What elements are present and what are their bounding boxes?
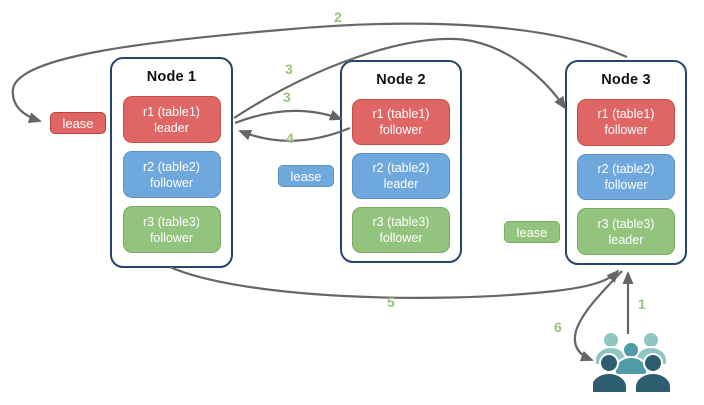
replica-label: r3 (table3) — [597, 216, 655, 231]
node-1: Node 1 r1 (table1) leader r2 (table2) fo… — [110, 57, 233, 268]
lease-badge-table3: lease — [504, 221, 560, 243]
replica-role: follower — [604, 178, 648, 192]
node-title: Node 1 — [146, 69, 197, 85]
replica-label: r2 (table2) — [143, 159, 200, 174]
replica-label: r3 (table3) — [143, 214, 200, 229]
replica-role: leader — [608, 232, 644, 247]
arrow-label-5: 5 — [387, 294, 395, 310]
replica-r3-table3: r3 (table3) leader — [577, 208, 675, 256]
replica-role: follower — [379, 123, 423, 137]
replica-label: r2 (table2) — [372, 161, 430, 175]
arrow-label-3b: 3 — [283, 89, 291, 105]
lease-badge-table1: lease — [50, 112, 106, 134]
replica-role: follower — [604, 123, 648, 138]
arrow-label-4: 4 — [286, 130, 294, 146]
replica-role: leader — [383, 177, 419, 191]
replica-r2-table2: r2 (table2) leader — [352, 153, 450, 199]
lease-badge-table2: lease — [278, 165, 334, 187]
replica-role: leader — [154, 120, 189, 135]
node-3: Node 3 r1 (table1) follower r2 (table2) … — [565, 60, 687, 265]
arrow-3-to-node2-path — [234, 109, 343, 125]
replica-r1-table1: r1 (table1) follower — [577, 99, 675, 146]
node-title: Node 2 — [376, 72, 426, 88]
replica-label: r3 (table3) — [372, 215, 430, 229]
replica-role: follower — [149, 230, 194, 245]
replica-r3-table3: r3 (table3) follower — [352, 207, 450, 253]
arrow-label-3a: 3 — [285, 61, 293, 77]
replica-r1-table1: r1 (table1) follower — [352, 99, 450, 145]
replica-label: r2 (table2) — [597, 162, 655, 176]
replica-label: r1 (table1) — [372, 107, 430, 121]
users-group-icon — [593, 331, 671, 394]
arrow-label-1: 1 — [638, 296, 646, 312]
replica-r2-table2: r2 (table2) follower — [122, 151, 221, 198]
replica-label: r1 (table1) — [597, 107, 655, 122]
arrow-4-path — [238, 126, 351, 142]
replica-label: r1 (table1) — [143, 104, 200, 119]
replica-r1-table1: r1 (table1) leader — [122, 96, 221, 143]
replica-r3-table3: r3 (table3) follower — [122, 206, 221, 253]
arrow-label-2: 2 — [334, 9, 342, 25]
node-2: Node 2 r1 (table1) follower r2 (table2) … — [340, 60, 462, 263]
replica-role: follower — [379, 231, 423, 245]
replica-role: follower — [149, 175, 194, 190]
replica-r2-table2: r2 (table2) follower — [577, 153, 675, 201]
arrow-label-6: 6 — [554, 319, 562, 335]
node-title: Node 3 — [601, 72, 651, 88]
arrow-2-path — [11, 22, 628, 123]
